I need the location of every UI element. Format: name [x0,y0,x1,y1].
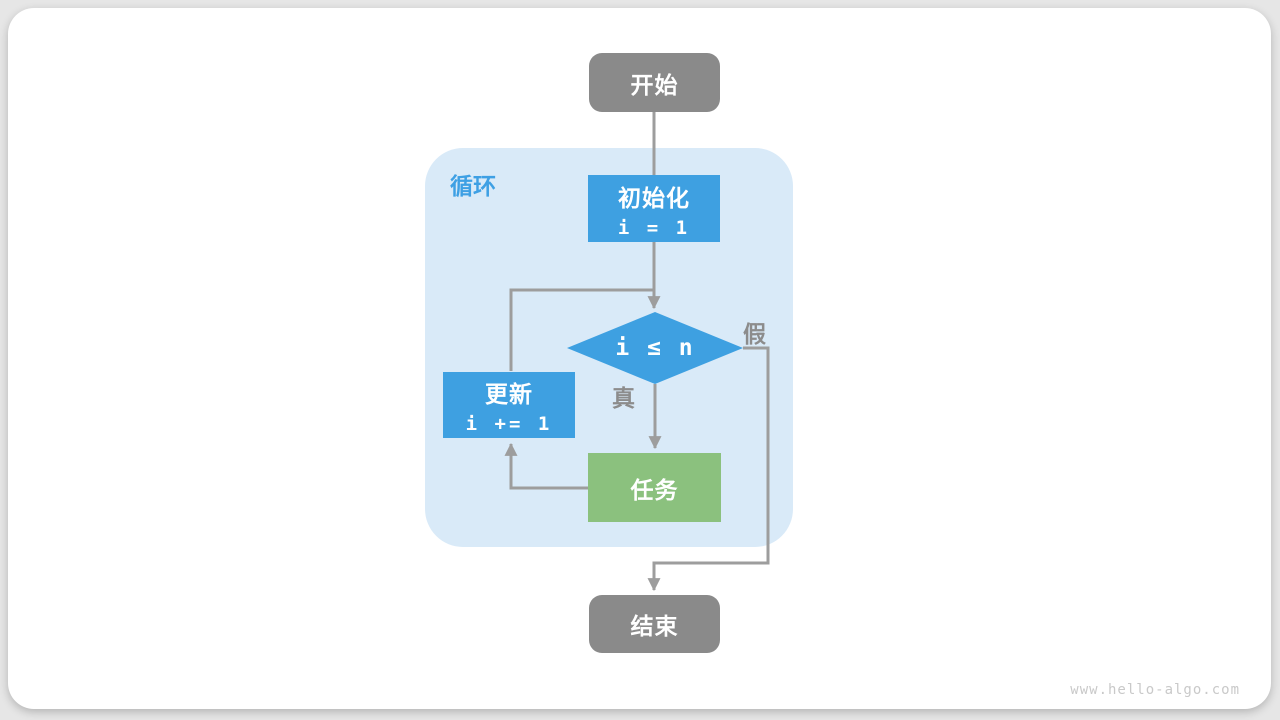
node-init: 初始化 i = 1 [588,175,720,242]
node-condition-label: i ≤ n [615,335,695,361]
condition-diamond [567,312,743,384]
edge-condition-false-to-end [647,346,770,592]
branch-label-true: 真 [612,385,635,411]
node-init-code: i = 1 [617,216,691,239]
node-init-label: 初始化 [618,184,690,211]
node-start: 开始 [589,53,720,112]
edge-update-loopback [509,288,654,371]
node-update-code: i += 1 [465,413,553,435]
loop-label: 循环 [450,173,496,199]
edge-task-to-update [504,442,588,490]
node-task: 任务 [588,453,721,522]
node-update: 更新 i += 1 [443,372,575,438]
node-end: 结束 [589,595,720,653]
watermark: www.hello-algo.com [1070,682,1240,698]
node-task-label: 任务 [630,476,679,503]
branch-label-false: 假 [743,321,766,347]
node-update-label: 更新 [485,381,533,407]
node-start-label: 开始 [630,71,679,98]
node-end-label: 结束 [630,613,679,639]
